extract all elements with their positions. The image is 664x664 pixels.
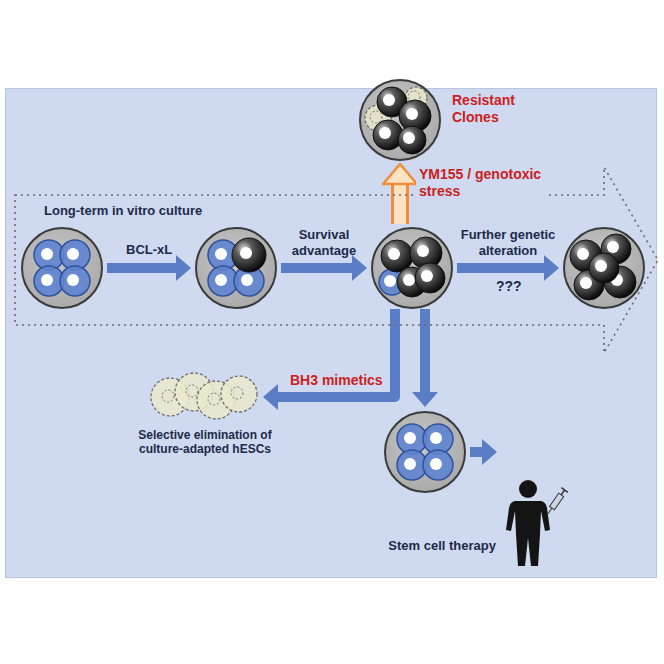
- flow-arrow: [470, 439, 497, 465]
- background-panel: [5, 88, 657, 578]
- note-label: ???: [496, 278, 522, 295]
- flow-arrow: [457, 255, 559, 281]
- flow-arrow: [263, 309, 395, 410]
- culture-dish-outline: [358, 78, 442, 162]
- node-label: Long-term in vitro culture: [44, 203, 202, 219]
- edge-label: Survival advantage: [279, 227, 369, 258]
- culture-dish-outline: [383, 410, 467, 494]
- node-label: Resistant Clones: [452, 92, 524, 126]
- patient-figure: Stem cell therapy: [500, 478, 556, 568]
- node-label: Selective elimination of culture-adapted…: [115, 428, 295, 457]
- culture-dish-outline: [370, 226, 454, 310]
- edge-label: BH3 mimetics: [290, 372, 383, 389]
- dead-cells-outline: [150, 372, 260, 422]
- edge-label: BCL-xL: [126, 242, 172, 258]
- culture-dish: [383, 410, 467, 494]
- flow-arrow: [383, 164, 417, 224]
- culture-band-arrow: Long-term in vitro culture: [14, 165, 660, 355]
- flow-arrow: [107, 255, 191, 281]
- culture-band-arrow-outline: [14, 165, 660, 355]
- node-label: Stem cell therapy: [388, 538, 496, 554]
- culture-dish: [194, 226, 278, 310]
- culture-dish-outline: [562, 226, 646, 310]
- culture-dish: [562, 226, 646, 310]
- flow-arrow: [412, 309, 438, 407]
- edge-label: Further genetic alteration: [456, 227, 560, 258]
- culture-dish: Resistant Clones: [358, 78, 442, 162]
- culture-dish-outline: [194, 226, 278, 310]
- dead-cells: Selective elimination of culture-adapted…: [150, 372, 260, 422]
- culture-dish-outline: [20, 226, 104, 310]
- flow-arrow: [281, 255, 367, 281]
- culture-dish: [370, 226, 454, 310]
- culture-dish: [20, 226, 104, 310]
- patient-figure-outline: [500, 478, 556, 568]
